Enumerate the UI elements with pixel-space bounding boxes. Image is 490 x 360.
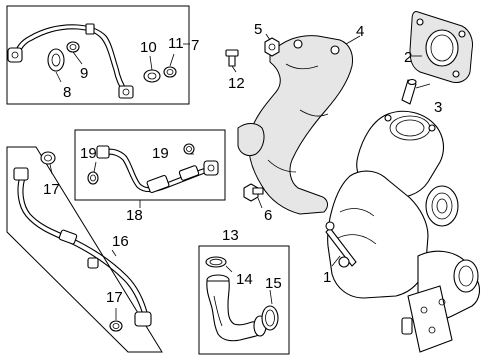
bolt-part-5 <box>264 37 280 57</box>
fitting-part-10 <box>143 69 161 83</box>
callout-12: 12 <box>228 75 245 92</box>
group-box-13 <box>198 245 290 355</box>
callout-9: 9 <box>80 65 88 82</box>
washer-part-19-right <box>183 143 195 155</box>
callout-19-right: 19 <box>152 145 169 162</box>
callout-19-left: 19 <box>80 145 97 162</box>
gasket-part-14 <box>205 256 227 268</box>
callout-10: 10 <box>140 39 157 56</box>
callout-4: 4 <box>356 23 364 40</box>
callout-17-top: 17 <box>43 181 60 198</box>
callout-13: 13 <box>222 227 239 244</box>
group-box-7 <box>6 5 190 105</box>
washer-part-19-left <box>87 171 99 185</box>
callout-5: 5 <box>254 21 262 38</box>
banjo-fitting <box>7 47 23 63</box>
coolant-line-part-18 <box>96 145 219 194</box>
oil-return-line-part-16 <box>13 167 152 327</box>
washer-part-9 <box>66 41 80 53</box>
callout-2: 2 <box>404 49 412 66</box>
callout-14: 14 <box>236 271 253 288</box>
washer-part-17-bottom <box>109 320 123 332</box>
group-box-18 <box>74 129 226 201</box>
leader-lines <box>49 33 431 320</box>
gasket-part-8 <box>47 48 65 72</box>
stud-part-3 <box>401 78 417 105</box>
gasket-part-2 <box>409 11 473 83</box>
callout-15: 15 <box>265 275 282 292</box>
bolt-part-12 <box>225 49 239 67</box>
air-hose-part-13 <box>206 274 267 342</box>
heat-shield-part-4 <box>237 35 353 215</box>
washer-part-17-top <box>40 151 56 165</box>
washer-part-11 <box>163 66 177 78</box>
callout-17-bottom: 17 <box>106 289 123 306</box>
callout-7: 7 <box>191 37 199 54</box>
bolt-part-6 <box>243 183 264 202</box>
callout-11: 11 <box>168 35 184 52</box>
callout-3: 3 <box>434 99 442 116</box>
callout-18: 18 <box>126 207 143 224</box>
callout-6: 6 <box>264 207 272 224</box>
group-box-16 <box>6 146 163 353</box>
callout-8: 8 <box>63 84 71 101</box>
callout-1: 1 <box>323 269 331 286</box>
callout-16: 16 <box>112 233 129 250</box>
turbocharger-part-1 <box>325 110 481 353</box>
oil-feed-line-part-7 <box>7 23 134 99</box>
clamp-ring-part-15 <box>261 305 279 331</box>
